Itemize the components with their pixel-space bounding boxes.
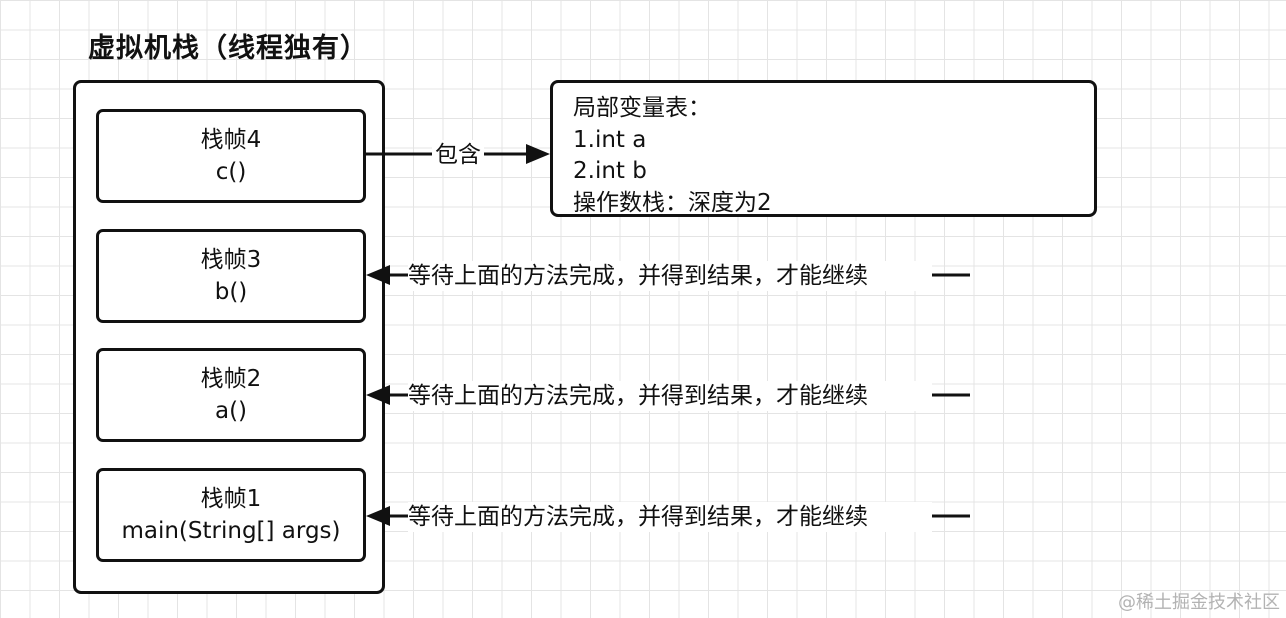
local-variable-2: 2.int b	[573, 158, 647, 184]
frame-label: 栈帧1	[200, 486, 262, 512]
local-variable-1: 1.int a	[573, 126, 647, 153]
frame-method: a()	[214, 398, 248, 424]
stack-frame-1: 栈帧1 main(String[] args)	[96, 468, 366, 562]
contains-label: 包含	[432, 140, 484, 170]
frame-label: 栈帧2	[200, 366, 262, 392]
frame-details-box: 局部变量表： 1.int a 2.int b 操作数栈：深度为2	[550, 80, 1097, 217]
frame-label: 栈帧4	[200, 127, 262, 153]
wait-label-2: 等待上面的方法完成，并得到结果，才能继续	[408, 381, 932, 411]
frame-method: b()	[214, 279, 248, 305]
frame-method: c()	[215, 159, 247, 185]
wait-label-1: 等待上面的方法完成，并得到结果，才能继续	[408, 502, 932, 532]
operand-stack-depth: 操作数栈：深度为2	[573, 189, 772, 216]
frame-label: 栈帧3	[200, 247, 262, 273]
watermark: @稀土掘金技术社区	[1118, 592, 1280, 613]
stack-frame-3: 栈帧3 b()	[96, 229, 366, 323]
frame-method: main(String[] args)	[121, 518, 341, 544]
stack-frame-2: 栈帧2 a()	[96, 348, 366, 442]
wait-label-3: 等待上面的方法完成，并得到结果，才能继续	[408, 261, 932, 291]
local-variable-table-heading: 局部变量表：	[573, 95, 711, 121]
diagram-title: 虚拟机栈（线程独有）	[88, 33, 368, 64]
stack-frame-4: 栈帧4 c()	[96, 109, 366, 203]
